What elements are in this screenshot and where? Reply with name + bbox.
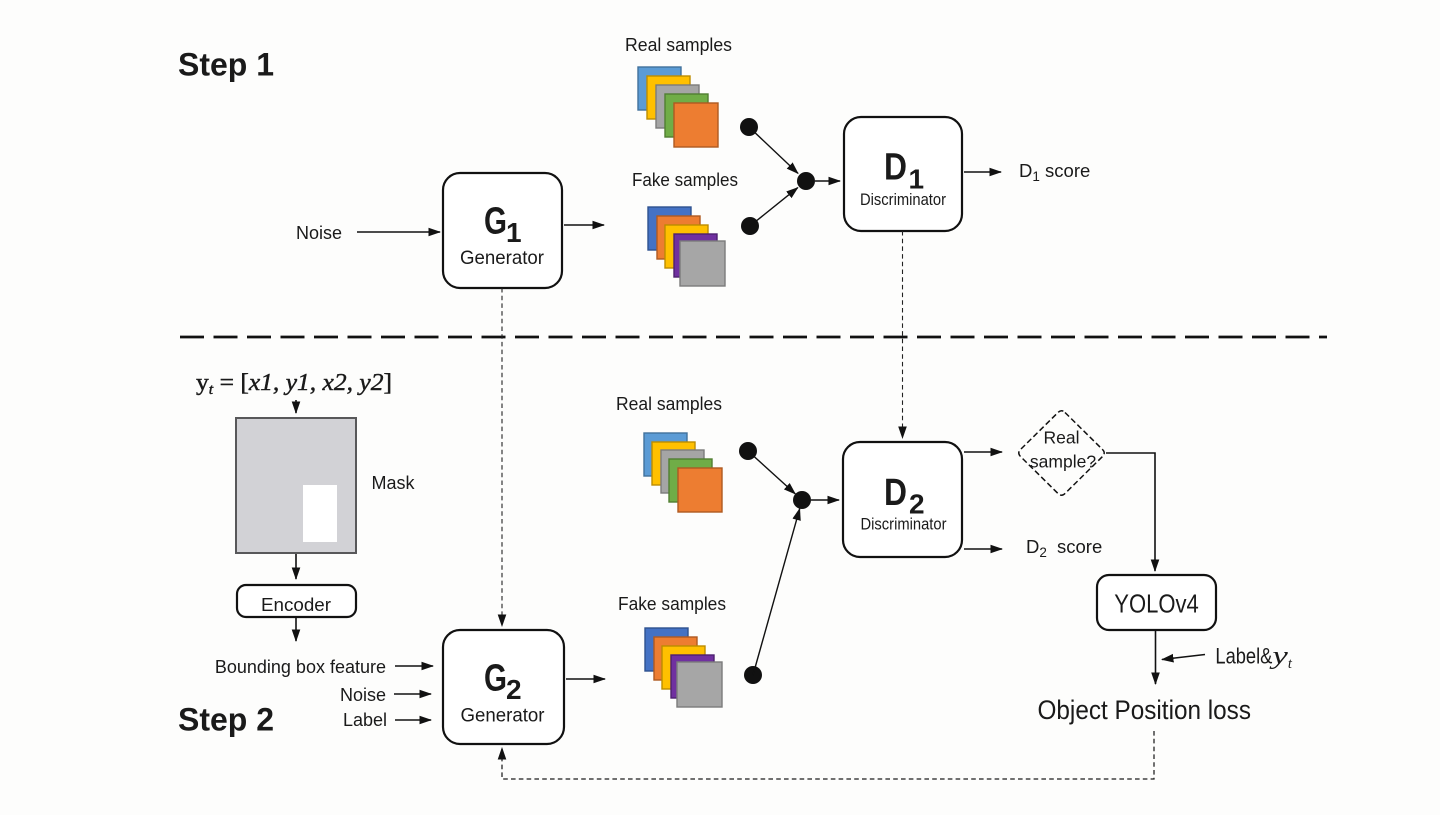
svg-text:G: G [484, 658, 507, 700]
svg-text:Fake samples: Fake samples [632, 170, 738, 190]
svg-text:Discriminator: Discriminator [861, 515, 947, 534]
svg-text:D: D [884, 147, 907, 189]
svg-text:Object Position loss: Object Position loss [1038, 695, 1252, 725]
svg-text:2: 2 [909, 489, 925, 520]
svg-text:YOLOv4: YOLOv4 [1114, 589, 1199, 619]
svg-text:Fake samples: Fake samples [618, 594, 726, 614]
svg-text:Label: Label [343, 710, 387, 730]
svg-text:sample?: sample? [1030, 451, 1096, 471]
svg-text:D: D [884, 472, 907, 514]
svg-text:Real: Real [1044, 428, 1080, 448]
svg-text:Bounding box feature: Bounding box feature [215, 657, 386, 677]
svg-text:Mask: Mask [371, 473, 415, 493]
svg-text:Discriminator: Discriminator [860, 190, 946, 209]
svg-text:Noise: Noise [296, 223, 342, 243]
svg-text:Label&yt: Label&yt [1215, 643, 1293, 673]
svg-text:2: 2 [506, 674, 522, 705]
svg-text:1: 1 [909, 164, 925, 195]
svg-text:1: 1 [506, 217, 522, 248]
svg-text:Encoder: Encoder [261, 595, 331, 615]
svg-text:Generator: Generator [461, 705, 545, 727]
svg-text:Real samples: Real samples [625, 35, 732, 55]
svg-text:Step 1: Step 1 [178, 47, 274, 83]
svg-text:Real samples: Real samples [616, 394, 722, 414]
svg-text:yt = [x1, y1, x2, y2]: yt = [x1, y1, x2, y2] [196, 370, 392, 398]
svg-text:G: G [484, 201, 507, 243]
svg-text:Step 2: Step 2 [178, 702, 274, 738]
svg-text:D1 score: D1 score [1019, 160, 1090, 184]
svg-text:Generator: Generator [460, 247, 544, 269]
svg-text:Noise: Noise [340, 685, 386, 705]
